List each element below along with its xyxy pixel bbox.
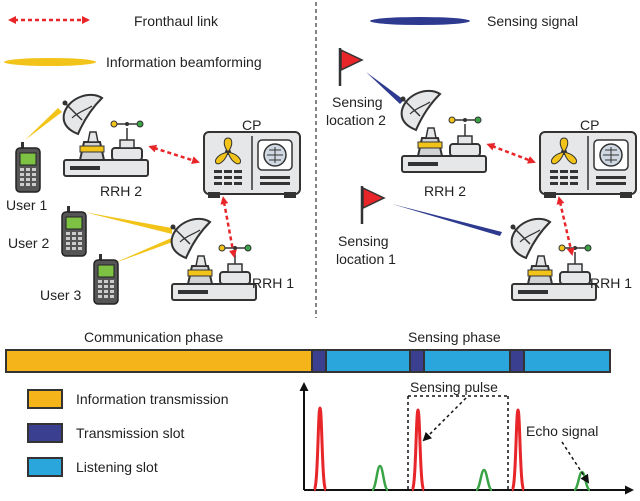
user2-label: User 2 <box>8 235 49 251</box>
loc1-label-line1: Sensing <box>338 233 389 249</box>
comm-phase-label: Communication phase <box>84 329 224 345</box>
tx-slot-3 <box>509 349 525 373</box>
pulse-2 <box>410 408 426 492</box>
signal-plot: Sensing pulse Echo signal <box>299 379 634 495</box>
right-panel: CP RRH 2 RRH 1 Sensing location 2 Sensin… <box>326 46 637 301</box>
rrh2-label-right: RRH 2 <box>424 183 466 199</box>
rrh1-station-right <box>509 217 597 301</box>
pulse-3 <box>510 408 526 492</box>
tx-slot-label: Transmission slot <box>76 425 185 441</box>
rrh2-station <box>61 93 149 177</box>
beam-user1 <box>25 108 62 140</box>
rrh1-label-left: RRH 1 <box>252 275 294 291</box>
sensing-pulse-label: Sensing pulse <box>410 379 498 395</box>
sensing-beam-2 <box>366 72 404 104</box>
cp-unit-right <box>539 131 637 199</box>
comm-phase-bar <box>5 349 313 373</box>
cp-label-right: CP <box>580 117 599 133</box>
user2-phone <box>61 205 87 257</box>
flag-location-2 <box>338 46 364 88</box>
pulse-1 <box>312 406 328 492</box>
legend-bottom: Information transmission Transmission sl… <box>27 389 229 477</box>
listen-slot-1 <box>325 349 411 373</box>
echo-1 <box>370 464 390 492</box>
sensing-pulse-arrow <box>422 397 467 442</box>
beam-legend-swatch <box>4 58 96 66</box>
beam-legend-label: Information beamforming <box>106 54 262 70</box>
fronthaul-legend-label: Fronthaul link <box>134 13 219 29</box>
user3-phone <box>93 253 119 305</box>
sensing-legend-label: Sensing signal <box>487 13 578 29</box>
loc2-label-line1: Sensing <box>332 94 383 110</box>
user1-label: User 1 <box>6 197 47 213</box>
cp-label-left: CP <box>242 117 261 133</box>
fronthaul-cp-rrh1 <box>220 196 237 258</box>
fronthaul-cp-rrh2-right <box>486 142 536 164</box>
rrh2-station-right <box>399 89 487 173</box>
echo-signal-arrow <box>561 441 590 484</box>
echo-2 <box>475 468 493 492</box>
echo-signal-label: Echo signal <box>526 423 598 439</box>
user1-phone <box>15 141 41 193</box>
rrh2-label-left: RRH 2 <box>100 183 142 199</box>
flag-location-1 <box>360 184 386 226</box>
cp-unit <box>203 131 301 199</box>
legend-top: Fronthaul link Information beamforming S… <box>4 13 578 70</box>
listen-slot-3 <box>523 349 611 373</box>
sensing-legend-swatch <box>370 17 470 25</box>
rrh1-station <box>169 217 257 301</box>
echo-3 <box>573 470 591 492</box>
listen-slot-label: Listening slot <box>76 459 158 475</box>
tx-slot-1 <box>311 349 327 373</box>
fronthaul-cp-rrh2 <box>148 144 200 164</box>
left-panel: CP RRH 2 RRH 1 User 1 User 2 User 3 <box>6 93 301 305</box>
timeline: Communication phase Sensing phase <box>5 329 611 373</box>
tx-slot-swatch <box>27 423 63 443</box>
info-tx-swatch <box>27 389 63 409</box>
beam-user2 <box>84 212 172 234</box>
sense-phase-label: Sensing phase <box>408 329 501 345</box>
tx-slot-2 <box>409 349 425 373</box>
fronthaul-cp-rrh1-right <box>556 196 575 256</box>
loc1-label-line2: location 1 <box>336 251 396 267</box>
loc2-label-line2: location 2 <box>326 112 386 128</box>
user3-label: User 3 <box>40 287 81 303</box>
info-tx-label: Information transmission <box>76 391 229 407</box>
sensing-beam-1 <box>392 204 502 236</box>
listen-slot-swatch <box>27 457 63 477</box>
beam-user3 <box>112 236 178 264</box>
rrh1-label-right: RRH 1 <box>590 275 632 291</box>
listen-slot-2 <box>423 349 511 373</box>
